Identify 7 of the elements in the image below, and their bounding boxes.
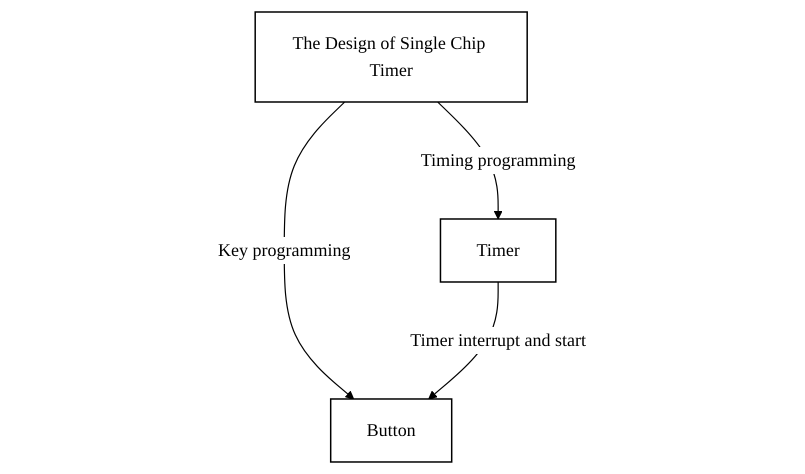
node-box: The Design of Single Chip Timer [254,11,528,103]
arrow [284,102,355,400]
edge-label: Key programming [218,240,351,260]
node-box: Timer [440,218,558,283]
edge-label: Timing programming [421,150,576,170]
edge-label: Timer interrupt and start [410,330,587,350]
node-box: Button [330,398,453,463]
